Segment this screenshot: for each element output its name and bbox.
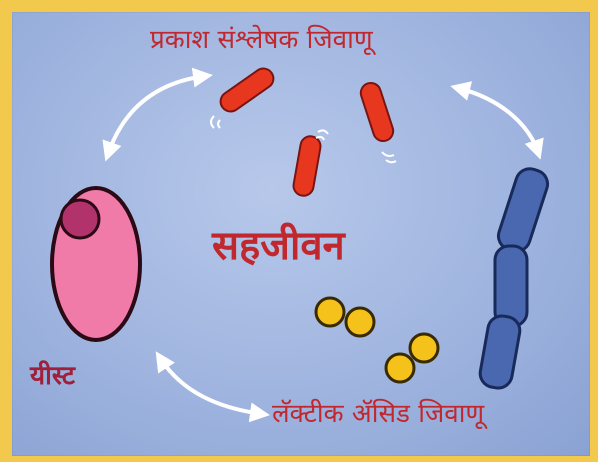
photosynthetic-bacteria-icon xyxy=(211,65,396,198)
symbiosis-label: सहजीवन xyxy=(212,216,345,271)
cycle-arrow-icon xyxy=(108,76,205,154)
lactic-rod-chain-icon xyxy=(478,165,551,390)
cycle-arrow-icon xyxy=(458,88,538,152)
photosynthetic-bacteria-label: प्रकाश संश्लेषक जिवाणू xyxy=(150,20,373,56)
cycle-arrow-icon xyxy=(160,358,262,414)
yeast-cell-icon xyxy=(52,188,140,340)
yeast-label: यीस्ट xyxy=(30,356,75,392)
lactic-acid-bacteria-label: लॅक्टीक ॲसिड जिवाणू xyxy=(272,394,484,430)
lactic-cocci-icon xyxy=(316,298,438,382)
